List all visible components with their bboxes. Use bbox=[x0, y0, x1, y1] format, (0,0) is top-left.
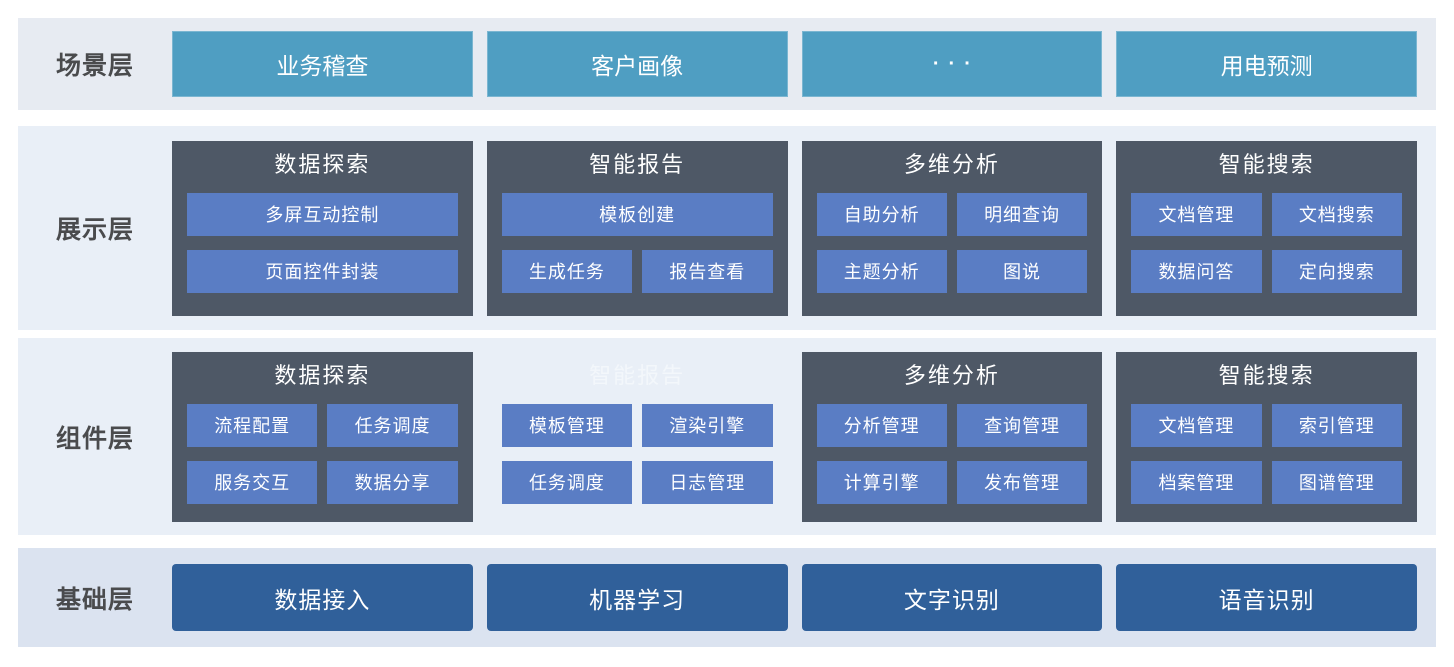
group-title: 多维分析 bbox=[903, 362, 1000, 388]
layer-label-component: 组件层 bbox=[55, 424, 134, 453]
layer-label-display: 展示层 bbox=[55, 216, 134, 244]
item-row: 模板创建 bbox=[501, 192, 773, 236]
item-block: 索引管理 bbox=[1271, 403, 1402, 447]
item-block: 计算引擎 bbox=[816, 460, 947, 504]
item-block: 数据问答 bbox=[1131, 249, 1262, 293]
group-data-explore: 数据探索 流程配置 任务调度 服务交互 数据分享 bbox=[172, 351, 473, 522]
item-row: 服务交互 数据分享 bbox=[187, 460, 458, 504]
group-title: 数据探索 bbox=[274, 362, 371, 388]
item-row: 文档管理 文档搜索 bbox=[1131, 192, 1402, 236]
group-multidim-analysis: 多维分析 自助分析 明细查询 主题分析 图说 bbox=[801, 140, 1103, 316]
item-block: 流程配置 bbox=[187, 403, 318, 447]
scene-block: 业务稽查 bbox=[172, 31, 473, 97]
layer-band-base: 基础层 数据接入 机器学习 文字识别 语音识别 bbox=[18, 548, 1436, 647]
item-row: 文档管理 索引管理 bbox=[1131, 403, 1402, 447]
item-block: 定向搜索 bbox=[1271, 249, 1402, 293]
item-row: 页面控件封装 bbox=[187, 249, 458, 293]
item-row: 分析管理 查询管理 bbox=[816, 403, 1088, 447]
item-block: 文档管理 bbox=[1131, 192, 1262, 236]
item-block: 多屏互动控制 bbox=[187, 192, 458, 236]
layer-band-display: 展示层 数据探索 多屏互动控制 页面控件封装 智能报告 模板创建 生成任务 报告… bbox=[18, 126, 1436, 330]
layer-label-base: 基础层 bbox=[55, 585, 134, 614]
scene-block: 客户画像 bbox=[486, 31, 788, 97]
item-row: 主题分析 图说 bbox=[816, 249, 1088, 293]
group-title: 多维分析 bbox=[903, 151, 1000, 177]
display-columns: 数据探索 多屏互动控制 页面控件封装 智能报告 模板创建 生成任务 报告查看 bbox=[172, 140, 1436, 316]
item-row: 生成任务 报告查看 bbox=[501, 249, 773, 293]
item-block: 服务交互 bbox=[187, 460, 318, 504]
base-block: 语音识别 bbox=[1116, 564, 1417, 631]
base-block: 数据接入 bbox=[172, 564, 473, 631]
base-columns: 数据接入 机器学习 文字识别 语音识别 bbox=[172, 564, 1436, 631]
group-title: 数据探索 bbox=[274, 151, 371, 177]
item-block: 生成任务 bbox=[501, 249, 633, 293]
item-block: 任务调度 bbox=[327, 403, 458, 447]
item-block: 页面控件封装 bbox=[187, 249, 458, 293]
group-smart-report: 智能报告 模板创建 生成任务 报告查看 bbox=[486, 140, 788, 316]
base-block: 机器学习 bbox=[486, 564, 788, 631]
group-title-ghost: 智能报告 bbox=[589, 362, 686, 388]
item-row: 任务调度 日志管理 bbox=[501, 460, 773, 504]
layer-band-scene: 场景层 业务稽查 客户画像 ··· 用电预测 bbox=[18, 18, 1436, 110]
item-block: 文档搜索 bbox=[1271, 192, 1402, 236]
item-block: 任务调度 bbox=[501, 460, 633, 504]
item-row: 模板管理 渲染引擎 bbox=[501, 403, 773, 447]
item-block: 明细查询 bbox=[956, 192, 1088, 236]
group-multidim-analysis: 多维分析 分析管理 查询管理 计算引擎 发布管理 bbox=[801, 351, 1103, 522]
group-smart-search: 智能搜索 文档管理 索引管理 档案管理 图谱管理 bbox=[1116, 351, 1417, 522]
layer-band-component: 组件层 数据探索 流程配置 任务调度 服务交互 数据分享 智能报告 模板管理 渲… bbox=[18, 338, 1436, 535]
item-block: 数据分享 bbox=[327, 460, 458, 504]
item-row: 流程配置 任务调度 bbox=[187, 403, 458, 447]
item-block: 自助分析 bbox=[816, 192, 947, 236]
item-row: 自助分析 明细查询 bbox=[816, 192, 1088, 236]
group-title: 智能搜索 bbox=[1218, 151, 1315, 177]
item-block: 模板管理 bbox=[501, 403, 633, 447]
item-block: 图说 bbox=[956, 249, 1088, 293]
scene-block-ellipsis: ··· bbox=[801, 31, 1103, 97]
scene-block: 用电预测 bbox=[1116, 31, 1417, 97]
item-row: 多屏互动控制 bbox=[187, 192, 458, 236]
item-block: 档案管理 bbox=[1131, 460, 1262, 504]
layer-label-scene: 场景层 bbox=[55, 52, 134, 80]
group-title: 智能报告 bbox=[589, 151, 686, 177]
base-block: 文字识别 bbox=[801, 564, 1103, 631]
item-block: 报告查看 bbox=[642, 249, 773, 293]
item-block: 文档管理 bbox=[1131, 403, 1262, 447]
item-block: 渲染引擎 bbox=[642, 403, 773, 447]
item-row: 计算引擎 发布管理 bbox=[816, 460, 1088, 504]
item-block: 分析管理 bbox=[816, 403, 947, 447]
item-block: 日志管理 bbox=[642, 460, 773, 504]
scene-columns: 业务稽查 客户画像 ··· 用电预测 bbox=[172, 31, 1436, 97]
item-block: 查询管理 bbox=[956, 403, 1088, 447]
item-row: 档案管理 图谱管理 bbox=[1131, 460, 1402, 504]
item-block: 发布管理 bbox=[956, 460, 1088, 504]
item-block: 图谱管理 bbox=[1271, 460, 1402, 504]
item-row: 数据问答 定向搜索 bbox=[1131, 249, 1402, 293]
group-data-explore: 数据探索 多屏互动控制 页面控件封装 bbox=[172, 140, 473, 316]
component-columns: 数据探索 流程配置 任务调度 服务交互 数据分享 智能报告 模板管理 渲染引擎 … bbox=[172, 351, 1436, 522]
item-block: 主题分析 bbox=[816, 249, 947, 293]
group-smart-search: 智能搜索 文档管理 文档搜索 数据问答 定向搜索 bbox=[1116, 140, 1417, 316]
item-block: 模板创建 bbox=[501, 192, 773, 236]
group-smart-report-unboxed: 智能报告 模板管理 渲染引擎 任务调度 日志管理 bbox=[487, 352, 788, 522]
group-title: 智能搜索 bbox=[1218, 362, 1315, 388]
